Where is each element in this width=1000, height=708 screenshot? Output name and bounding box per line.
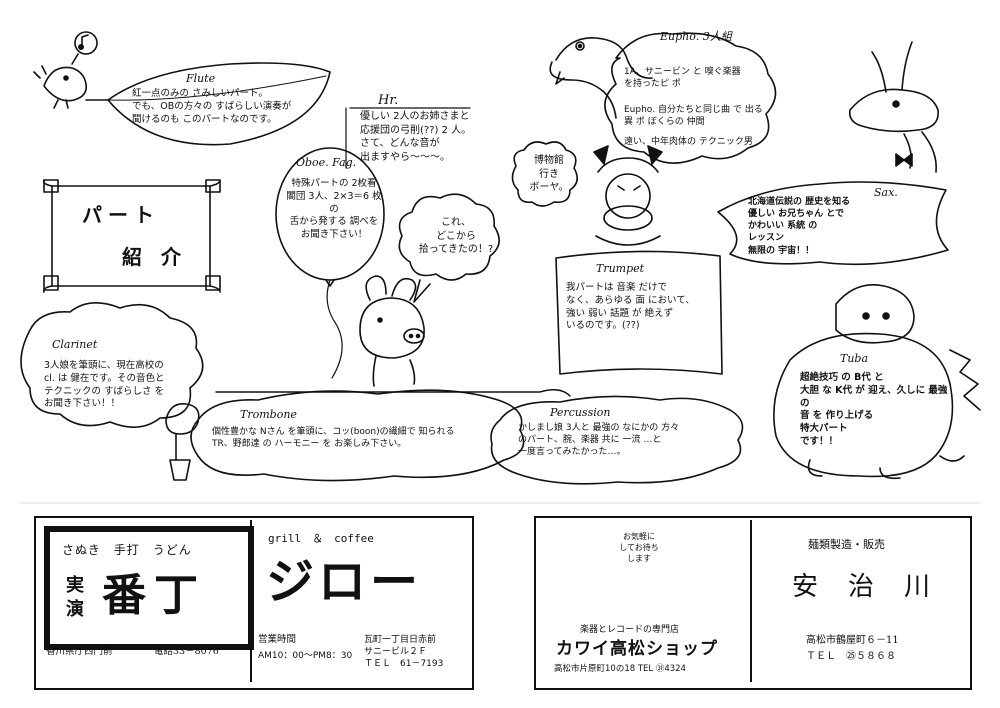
euphonium-cloud <box>604 32 777 164</box>
ajikawa-name: 安 治 川 <box>792 572 933 602</box>
ad-banchou: さぬき 手打 うどん 実 演 番丁 香川県庁西門前 電話33－8076 <box>38 520 254 682</box>
ajikawa-category: 麺類製造・販売 <box>808 538 885 551</box>
dog-trumpet-icon <box>593 145 663 246</box>
percussion-label: Percussion <box>550 406 611 419</box>
banchou-logo-frame <box>44 526 254 650</box>
ad-ajikawa: 麺類製造・販売 安 治 川 高松市鶴屋町６－11 ＴＥＬ ㉕５８６８ <box>752 520 966 682</box>
pig-icon <box>359 275 425 387</box>
banchou-small-2: 演 <box>66 599 84 620</box>
oboe-text: 特殊パートの 2枚看 閣団 3人、2×3＝6 枚の 舌から発する 調べを お聞き… <box>286 178 382 241</box>
jiro-phone: ＴＥＬ 61－7193 <box>364 659 444 669</box>
ajikawa-phone: ＴＥＬ ㉕５８６８ <box>806 651 896 662</box>
tuba-dragon-icon <box>773 284 981 480</box>
clarinet-cloud <box>20 302 204 428</box>
flute-leaf-bubble <box>107 62 331 146</box>
trumpet-text: 我パートは 音楽 だけで なく、あらゆる 面 において、 強い 弱い 話題 が … <box>566 282 695 332</box>
pig-speech-text: これ、 どこから 拾ってきたの！? <box>418 217 494 255</box>
trumpet-sheet <box>555 250 723 375</box>
jiro-hours: AM10：00～PM8：30 <box>258 651 353 661</box>
museum-sign-text: 博物館 行き ボーヤ。 <box>529 155 569 193</box>
banchou-small-1: 実 <box>66 575 84 596</box>
sax-label: Sax. <box>874 186 898 199</box>
section-title-1: パート <box>82 203 160 227</box>
ad-kawai-ajikawa <box>534 516 972 690</box>
pig-speech-cloud <box>398 193 500 281</box>
jiro-address-1: 瓦町一丁目日赤前 <box>364 635 437 645</box>
jiro-hours-label: 営業時間 <box>258 634 297 645</box>
jiro-logo: ジロー <box>266 554 423 610</box>
oboe-label: Oboe. Fag. <box>296 156 357 169</box>
banchou-address: 香川県庁西門前 <box>46 646 113 657</box>
trombone-label: Trombone <box>240 408 297 421</box>
kawai-name: カワイ高松ショップ <box>556 639 718 659</box>
banchou-phone: 電話33－8076 <box>154 646 219 657</box>
ad-jiro: grill ＆ coffee ジロー 営業時間 AM10：00～PM8：30 瓦… <box>252 520 466 682</box>
sax-banner <box>717 181 949 266</box>
section-title-2: 紹 介 <box>122 245 187 269</box>
flute-label: Flute <box>186 72 216 85</box>
ajikawa-address: 高松市鶴屋町６－11 <box>806 635 899 646</box>
euphonium-item-2: Euphо. 自分たちと同じ曲 で 出る 異 ポ ぼくらの 仲間 <box>624 105 763 128</box>
trombone-text: 個性豊かな Nさん を筆頭に、コッ(boon)の繊細で 知られる TR、野郎達 … <box>212 427 455 450</box>
banchou-tagline: さぬき 手打 うどん <box>62 543 192 557</box>
kawai-sign-text: お気軽に してお待ち します <box>619 532 659 563</box>
percussion-cloud <box>490 395 744 485</box>
kawai-category: 楽器とレコードの専門店 <box>580 625 680 635</box>
flute-text: 紅一点のみの さみしいパート。 でも、OBの方々の すばらしい演奏が 聞けるのも… <box>132 88 292 125</box>
jiro-address-2: サニービル２Ｆ <box>364 647 428 657</box>
clarinet-label: Clarinet <box>52 338 98 351</box>
drinking-bird-icon <box>165 403 200 481</box>
horn-label: Hr. <box>378 93 399 108</box>
trumpet-label: Trumpet <box>596 262 645 275</box>
percussion-text: かしまし娘 3人と 最強の なにかの 方々 のパート、腕、楽器 共に 一流 …と… <box>518 423 680 458</box>
museum-cloud <box>511 141 578 207</box>
ad-kawai: お気軽に してお待ち します 楽器とレコードの専門店 カワイ高松ショップ 高松市… <box>538 520 752 682</box>
horn-text: 優しい 2人のお姉さまと 応援団の弓削(??) 2 人。 さて、どんな音が 出ま… <box>360 111 472 163</box>
euphonium-item-3: 遠い、中年肉体の テクニック男 <box>624 137 753 147</box>
ad-banchou-jiro <box>34 516 474 690</box>
bird-icon <box>33 31 98 109</box>
tuba-label: Tuba <box>840 352 869 365</box>
title-scroll <box>42 179 221 293</box>
banchou-name: 番丁 <box>102 570 206 621</box>
snake-icon <box>549 37 653 119</box>
euphonium-label: Euphо. 3人組 <box>660 30 732 43</box>
kawai-address: 高松市片原町10の18 TEL ㉛4324 <box>554 664 686 674</box>
sax-text: 北海道伝説の 歴史を知る 優しい お兄ちゃん とで かわいい 系統 の レッスン… <box>748 197 851 256</box>
clarinet-text: 3人娘を筆頭に、現在高校の cl. は 健在です。その音色と テクニックの すば… <box>44 360 165 410</box>
duck-icon <box>848 41 939 173</box>
jiro-top: grill ＆ coffee <box>268 532 374 545</box>
euphonium-item-1: 1A、サニービン と 嗅ぐ楽器 を持ったピ ポ <box>624 67 741 90</box>
tuba-text: 超絶技巧 の B代 と 大胆 な K代 が 迎え、久しに 最強の 音 を 作り上… <box>800 372 948 448</box>
